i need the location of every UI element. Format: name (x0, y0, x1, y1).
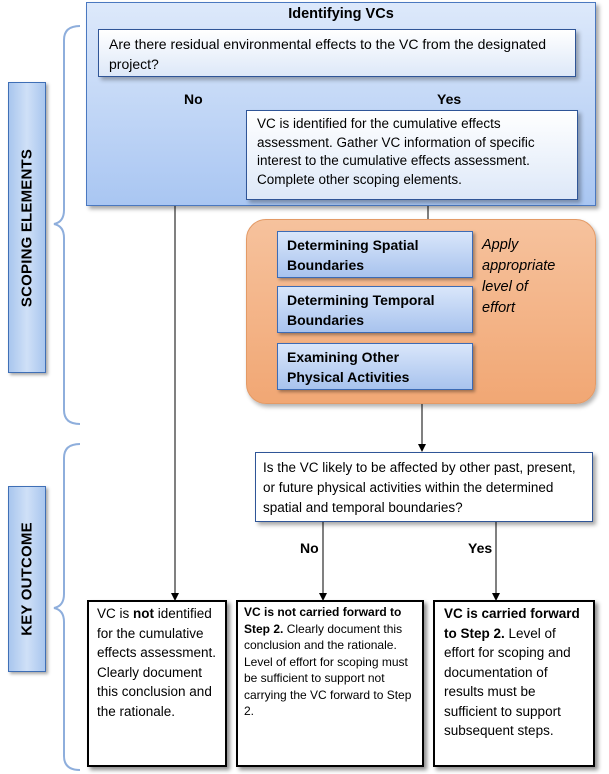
yes-label: Yes (437, 91, 462, 107)
key-outcome-label: KEY OUTCOME (18, 522, 36, 636)
q2-yes-label: Yes (468, 540, 493, 556)
other-activities-step: Examining Other Physical Activities (277, 343, 473, 390)
q2-no-label: No (300, 540, 319, 556)
spatial-boundaries-line1: Determining Spatial (287, 237, 419, 253)
temporal-boundaries-line1: Determining Temporal (287, 292, 435, 308)
temporal-boundaries-line2: Boundaries (287, 312, 365, 328)
temporal-boundaries-step: Determining Temporal Boundaries (277, 286, 473, 333)
outcome-brace (53, 443, 81, 771)
effort-note-line1: Apply (482, 237, 519, 253)
effort-note-line2: appropriate (482, 258, 556, 274)
vc-identified-box: VC is identified for the cumulative effe… (246, 110, 578, 200)
residual-effects-question: Are there residual environmental effects… (98, 29, 576, 77)
outcome-left-emph: not (133, 606, 155, 621)
outcome-middle-bold: VC is not carried forward to Step 2. (244, 605, 402, 636)
scoping-elements-label: SCOPING ELEMENTS (18, 148, 36, 307)
scoping-elements-sidebar: SCOPING ELEMENTS (8, 82, 46, 373)
spatial-boundaries-step: Determining Spatial Boundaries (277, 231, 473, 278)
outcome-left-post: identified for the cumulative effects as… (97, 606, 217, 719)
outcome-right-bold: VC is carried forward to Step 2. (444, 606, 580, 641)
outcome-left-pre: VC is (97, 606, 134, 621)
identifying-vcs-title: Identifying VCs (288, 6, 394, 22)
outcome-middle-rest: Clearly document this conclusion and the… (244, 621, 412, 719)
effort-note: Apply appropriate level of effort (482, 235, 555, 319)
outcome-carried-forward: VC is carried forward to Step 2. Level o… (433, 600, 595, 767)
scoping-brace (53, 25, 81, 425)
key-outcome-sidebar: KEY OUTCOME (8, 486, 46, 672)
other-activities-line2: Physical Activities (287, 369, 410, 385)
outcome-not-carried-forward: VC is not carried forward to Step 2. Cle… (236, 600, 424, 767)
other-activities-line1: Examining Other (287, 349, 400, 365)
outcome-right-rest: Level of effort for scoping and document… (444, 625, 571, 739)
effort-note-line4: effort (482, 300, 516, 316)
other-activities-question: Is the VC likely to be affected by other… (255, 452, 593, 522)
effort-note-line3: level of (482, 279, 528, 295)
outcome-not-identified: VC is not identified for the cumulative … (87, 600, 227, 767)
spatial-boundaries-line2: Boundaries (287, 257, 365, 273)
no-label: No (184, 91, 203, 107)
